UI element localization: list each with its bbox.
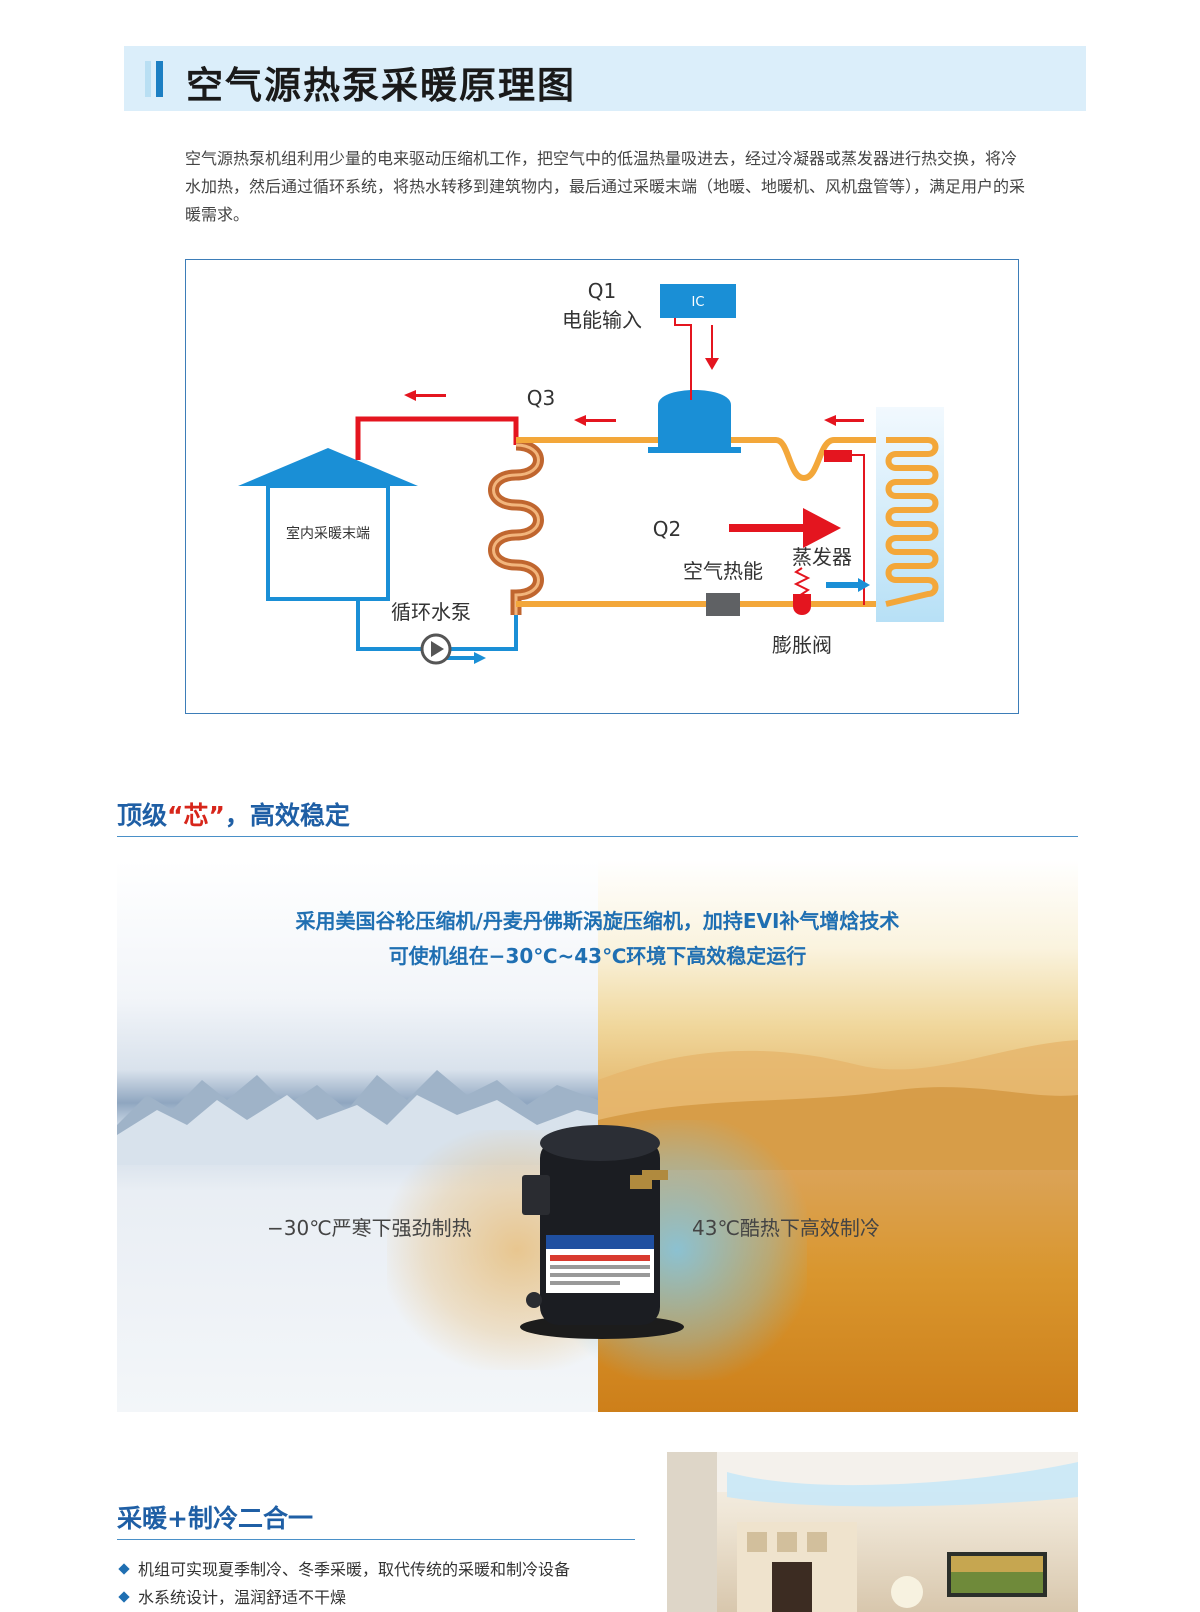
sensor-block [824, 450, 852, 462]
bullet-item: 水系统设计，温润舒适不干燥 [117, 1584, 346, 1608]
compressor-foot [648, 447, 741, 453]
dual-function-title: 采暖+制冷二合一 [117, 1504, 313, 1533]
evaporator-label: 蒸发器 [792, 545, 852, 569]
q2-label: Q2 [653, 517, 681, 541]
bullet-item: 机组可实现夏季制冷、冬季采暖，取代传统的采暖和制冷设备 [117, 1556, 570, 1580]
refrigerant-bend [731, 437, 886, 482]
pump-play-icon [431, 641, 444, 657]
cold-caption: −30℃严寒下强劲制热 [267, 1216, 472, 1240]
electric-input-label: 电能输入 [562, 308, 642, 332]
diamond-bullet-icon [118, 1563, 130, 1575]
core-section-title: 顶级“芯”，高效稳定 [117, 796, 350, 832]
ic-label: IC [692, 295, 705, 310]
dual-function-divider [117, 1539, 635, 1540]
q2-arrow-shaft [729, 524, 806, 532]
evaporator-coil [885, 437, 939, 607]
water-arrow-shaft [446, 656, 476, 660]
section-header: 空气源热泵采暖原理图 [124, 46, 1086, 111]
flow-arrow-left-2 [574, 415, 616, 426]
air-heat-label: 空气热能 [683, 559, 763, 583]
indoor-terminal-label: 室内采暖末端 [286, 525, 370, 542]
power-arrow-head [705, 358, 719, 370]
living-room-drawing [667, 1452, 1078, 1612]
q2-arrow-head [803, 508, 841, 548]
valve-spring [793, 567, 811, 599]
q1-label: Q1 [588, 279, 616, 303]
living-room-image [667, 1452, 1078, 1612]
ic-box [660, 284, 736, 318]
expansion-valve-icon [793, 594, 811, 615]
heat-pump-diagram: 室内采暖末端 IC Q1 电能输入 Q3 Q2 [185, 259, 1019, 714]
core-title-suffix: ，高效稳定 [224, 801, 350, 830]
cold-arrow-head [858, 578, 870, 592]
section-title: 空气源热泵采暖原理图 [186, 64, 576, 107]
condenser-coil-highlight [492, 443, 540, 615]
core-line-1: 采用美国谷轮压缩机/丹麦丹佛斯涡旋压缩机，加持EVI补气增焓技术 [295, 909, 900, 933]
power-line [674, 318, 692, 400]
diagram-canvas: 室内采暖末端 IC Q1 电能输入 Q3 Q2 [238, 279, 944, 665]
core-line-2: 可使机组在−30℃~43℃环境下高效稳定运行 [388, 944, 807, 968]
circulation-pump-label: 循环水泵 [391, 600, 471, 624]
air-heat-block [706, 593, 740, 616]
sensor-line [852, 454, 865, 605]
flow-arrow-left-3 [824, 415, 864, 426]
house-body [266, 484, 390, 601]
compressor-body [658, 390, 731, 425]
hot-water-line [355, 416, 519, 460]
bullet-text: 水系统设计，温润舒适不干燥 [138, 1588, 347, 1607]
intro-paragraph: 空气源热泵机组利用少量的电来驱动压缩机工作，把空气中的低温热量吸进去，经过冷凝器… [185, 149, 1026, 224]
header-accent-dark [156, 61, 163, 97]
hot-caption: 43℃酷热下高效制冷 [692, 1216, 880, 1240]
compressor-base [658, 422, 731, 450]
climate-scene: 采用美国谷轮压缩机/丹麦丹佛斯涡旋压缩机，加持EVI补气增焓技术 可使机组在−3… [117, 860, 1078, 1412]
flow-arrow-left-1 [404, 390, 446, 401]
core-title-prefix: 顶级 [117, 801, 168, 830]
diamond-bullet-icon [118, 1591, 130, 1603]
compressor-image [520, 1125, 684, 1339]
expansion-valve-label: 膨胀阀 [772, 633, 832, 657]
core-section-divider [117, 836, 1078, 837]
cold-arrow-shaft [826, 582, 861, 588]
core-title-highlight: “芯” [167, 801, 225, 830]
bullet-text: 机组可实现夏季制冷、冬季采暖，取代传统的采暖和制冷设备 [138, 1560, 571, 1579]
water-arrow-head [474, 652, 486, 664]
q3-label: Q3 [527, 386, 555, 410]
house-roof [238, 448, 418, 486]
header-accent-light [145, 61, 151, 97]
